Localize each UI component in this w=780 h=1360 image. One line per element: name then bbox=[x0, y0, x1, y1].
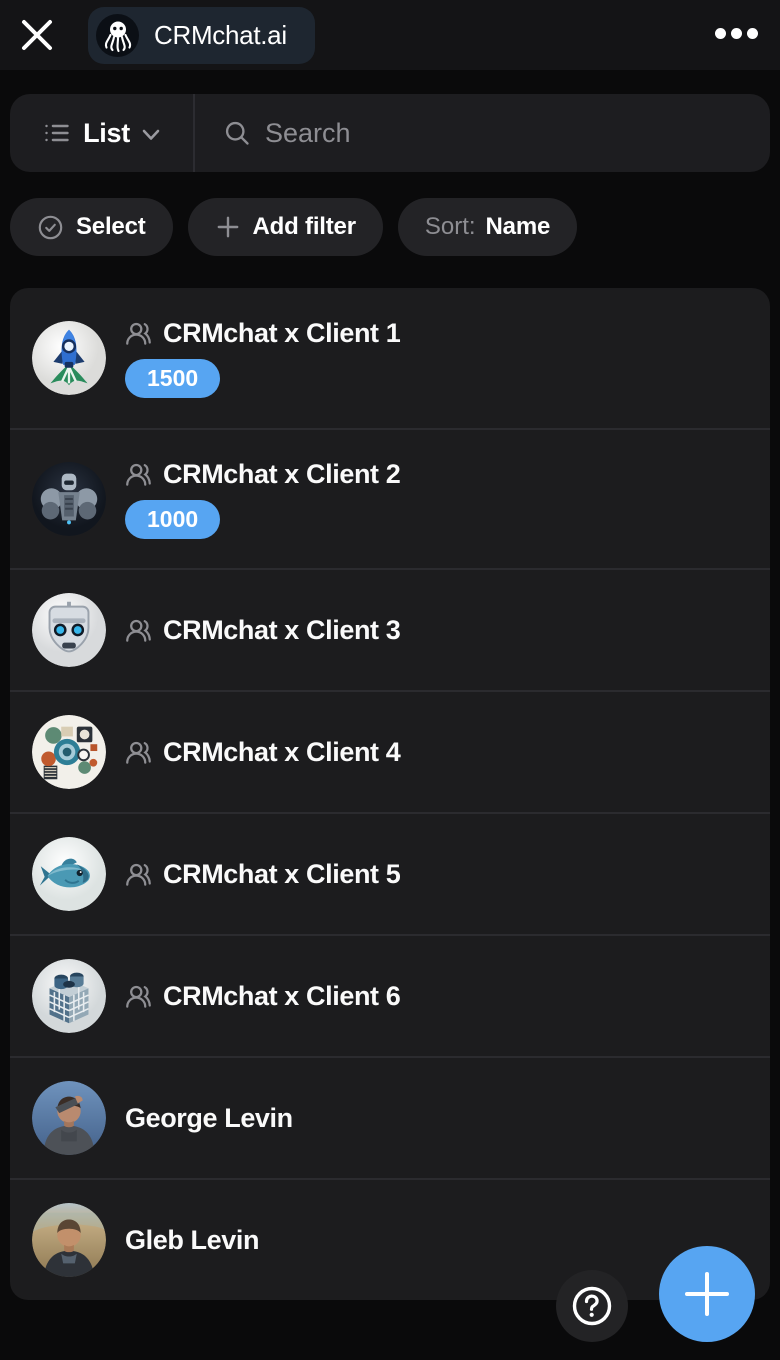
group-icon bbox=[125, 320, 152, 347]
list-item[interactable]: CRMchat x Client 5 bbox=[10, 812, 770, 934]
list-toolbar: List bbox=[10, 94, 770, 172]
list-item[interactable]: CRMchat x Client 3 bbox=[10, 568, 770, 690]
top-bar: CRMchat.ai bbox=[0, 0, 780, 70]
chevron-down-icon bbox=[142, 129, 160, 141]
list-item[interactable]: CRMchat x Client 2 1000 bbox=[10, 428, 770, 568]
list-item[interactable]: Gleb Levin bbox=[10, 1178, 770, 1300]
search-area bbox=[195, 94, 770, 172]
george-photo-avatar bbox=[32, 1081, 106, 1155]
unread-badge: 1000 bbox=[125, 500, 221, 539]
group-icon bbox=[125, 617, 152, 644]
group-icon bbox=[125, 861, 152, 888]
search-icon bbox=[223, 119, 251, 147]
plus-icon bbox=[683, 1270, 731, 1318]
isometric-building-avatar bbox=[32, 959, 106, 1033]
list-item-title: CRMchat x Client 3 bbox=[163, 614, 401, 645]
gleb-photo-avatar bbox=[32, 1203, 106, 1277]
octopus-icon bbox=[96, 14, 139, 57]
list-item-title: Gleb Levin bbox=[125, 1224, 260, 1255]
search-input[interactable] bbox=[265, 117, 770, 149]
list-item-title: CRMchat x Client 6 bbox=[163, 980, 401, 1011]
more-menu-button[interactable] bbox=[715, 22, 758, 44]
add-filter-chip-label: Add filter bbox=[252, 213, 357, 240]
sort-chip-prefix: Sort: bbox=[424, 213, 476, 240]
rocket-avatar bbox=[32, 321, 106, 395]
unread-badge: 1500 bbox=[125, 359, 221, 398]
list-item[interactable]: CRMchat x Client 6 bbox=[10, 934, 770, 1056]
list-item-title: CRMchat x Client 5 bbox=[163, 858, 401, 889]
fish-avatar bbox=[32, 837, 106, 911]
app-title: CRMchat.ai bbox=[154, 20, 287, 50]
list-item-title: George Levin bbox=[125, 1102, 293, 1133]
view-selector[interactable]: List bbox=[10, 94, 193, 172]
select-chip[interactable]: Select bbox=[10, 198, 173, 256]
list-item[interactable]: CRMchat x Client 4 bbox=[10, 690, 770, 812]
list-item-title: CRMchat x Client 2 bbox=[163, 459, 401, 489]
list-icon bbox=[43, 119, 71, 147]
plus-icon bbox=[215, 214, 241, 240]
list-item-title: CRMchat x Client 1 bbox=[163, 318, 401, 348]
list-item[interactable]: CRMchat x Client 1 1500 bbox=[10, 288, 770, 428]
sort-chip[interactable]: Sort: Name bbox=[397, 198, 578, 256]
ellipsis-icon bbox=[715, 27, 758, 39]
contact-list: CRMchat x Client 1 1500 bbox=[10, 288, 770, 1300]
list-item-title: CRMchat x Client 4 bbox=[163, 736, 401, 767]
select-chip-label: Select bbox=[76, 213, 146, 240]
photo-collage-avatar bbox=[32, 715, 106, 789]
group-icon bbox=[125, 983, 152, 1010]
filter-chip-row: Select Add filter Sort: Name bbox=[10, 198, 578, 256]
sort-chip-value: Name bbox=[485, 213, 551, 240]
group-icon bbox=[125, 461, 152, 488]
robot-head-avatar bbox=[32, 593, 106, 667]
app-title-pill[interactable]: CRMchat.ai bbox=[88, 7, 315, 64]
check-circle-icon bbox=[37, 214, 64, 241]
add-button[interactable] bbox=[659, 1246, 755, 1342]
x-icon bbox=[20, 18, 54, 52]
help-button[interactable] bbox=[556, 1270, 628, 1342]
group-icon bbox=[125, 739, 152, 766]
robot-bodybuilder-avatar bbox=[32, 462, 106, 536]
help-circle-icon bbox=[566, 1280, 618, 1332]
toolbar-divider bbox=[193, 94, 195, 172]
add-filter-chip[interactable]: Add filter bbox=[187, 198, 383, 256]
view-selector-label: List bbox=[83, 117, 130, 148]
close-button[interactable] bbox=[16, 14, 58, 56]
list-item[interactable]: George Levin bbox=[10, 1056, 770, 1178]
